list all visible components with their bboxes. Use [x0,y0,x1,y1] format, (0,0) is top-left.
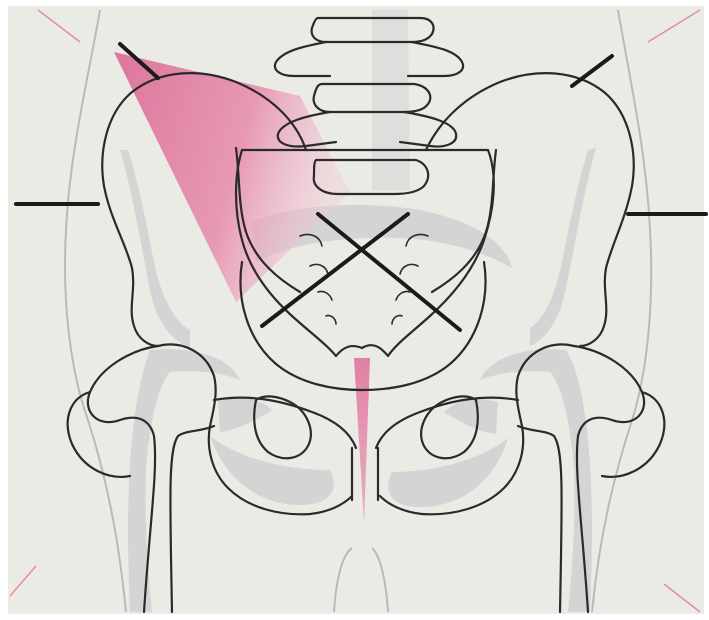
vertebra-shade [372,10,410,190]
paper-background [8,6,704,614]
